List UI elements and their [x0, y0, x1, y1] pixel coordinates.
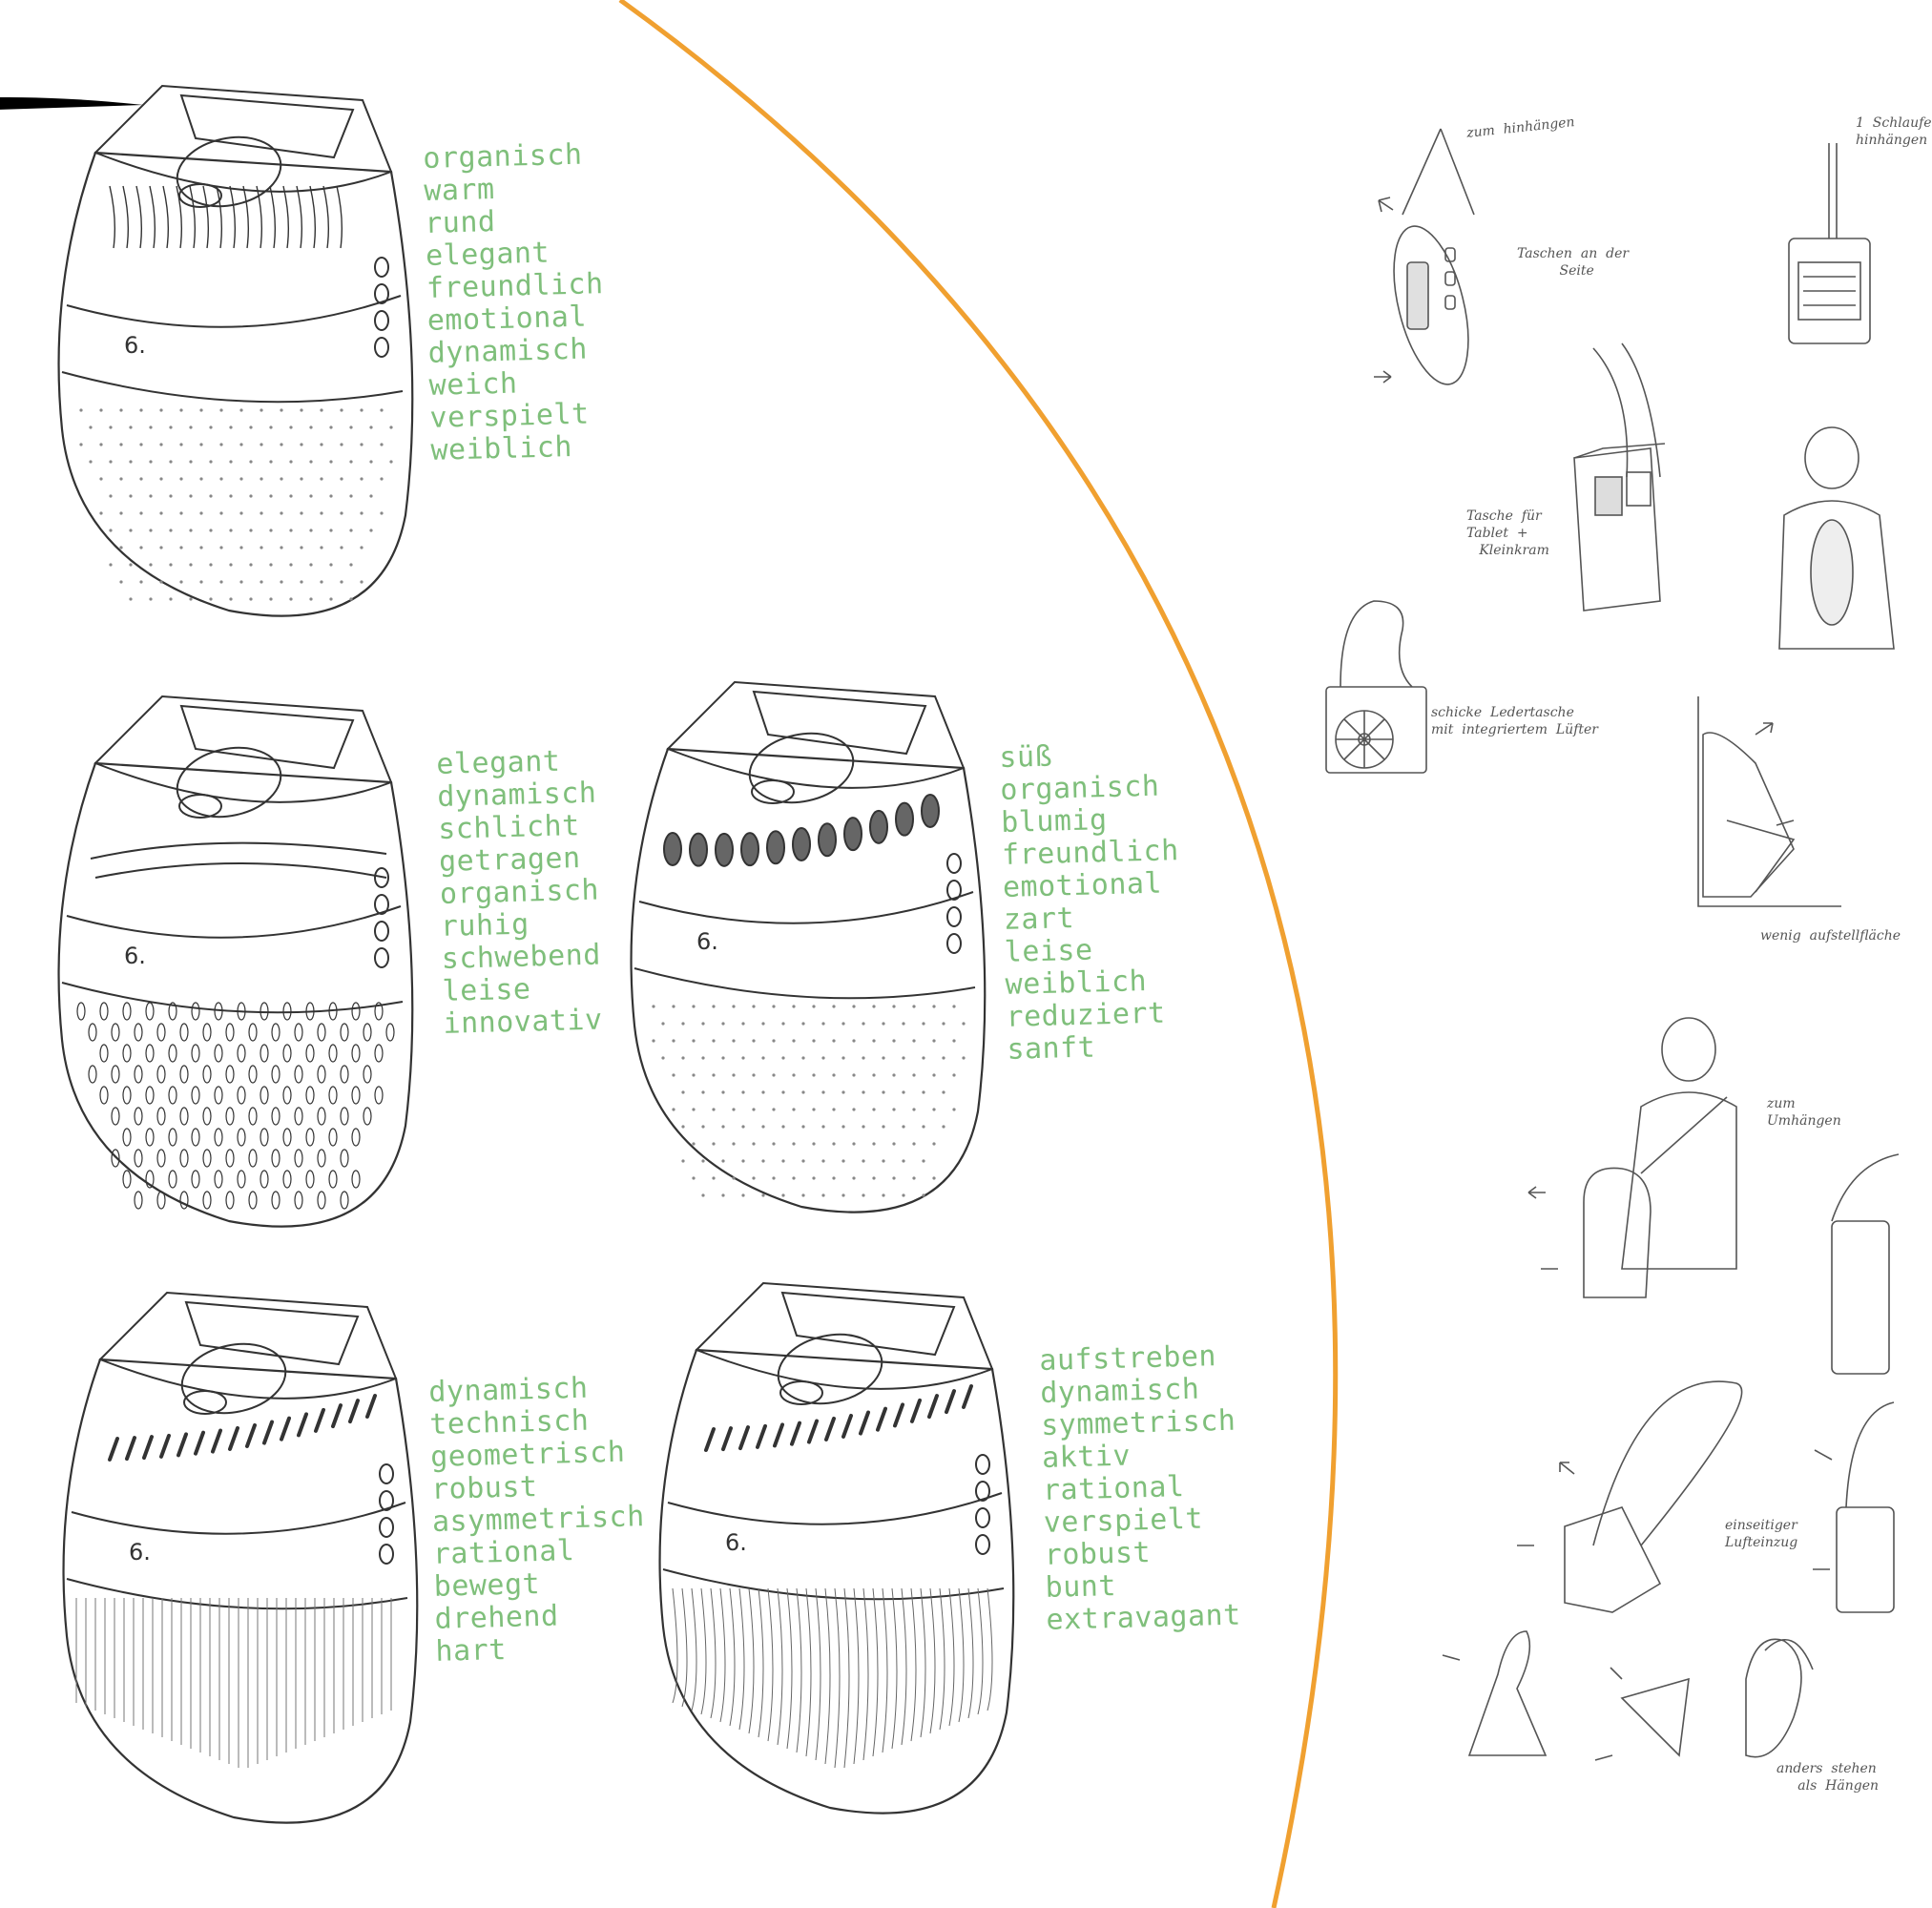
keyword: rund — [424, 205, 496, 240]
fan-sketch: 6. — [57, 695, 414, 1228]
note-zum-umhaengen: zum Umhängen — [1767, 1096, 1841, 1129]
keyword: innovativ — [443, 1003, 604, 1041]
backpack-person-sketch — [1778, 426, 1895, 650]
bag-sketches — [1325, 128, 1900, 1761]
keyword: aufstreben — [1038, 1339, 1217, 1378]
keyword: verspielt — [1043, 1502, 1204, 1540]
keyword: ruhig — [440, 907, 530, 944]
note-ledertasche: schicke Ledertasche mit integriertem Lüf… — [1431, 705, 1598, 737]
keyword: aktiv — [1041, 1439, 1132, 1475]
tote-bag-sketch — [1573, 342, 1666, 612]
keyword: geometrisch — [429, 1435, 626, 1474]
keyword: reduziert — [1006, 996, 1167, 1034]
keyword: organisch — [422, 137, 583, 176]
rolling-case-sketch — [1788, 143, 1871, 344]
keyword: rational — [1042, 1470, 1185, 1507]
keyword: organisch — [999, 769, 1160, 807]
keyword: weiblich — [429, 430, 573, 467]
logo-mark: 6. — [725, 1529, 747, 1556]
note-taschen-an-der-seite: Taschen an der Seite — [1517, 246, 1630, 279]
shoulder-bag-person-sketch — [1527, 1017, 1737, 1298]
keyword: dynamisch — [427, 332, 589, 370]
keywords-variant-4: dynamisch technisch geometrisch robust a… — [428, 1371, 649, 1669]
keyword: schlicht — [437, 809, 581, 846]
keyword: schwebend — [441, 938, 602, 976]
small-bag-sketches — [1442, 1630, 1814, 1761]
logo-mark: 6. — [696, 928, 718, 955]
orange-divider-arc — [618, 0, 1339, 1908]
logo-mark: 6. — [129, 1539, 151, 1566]
logo-mark: 6. — [124, 332, 146, 359]
logo-mark: 6. — [124, 943, 146, 969]
keyword: robust — [1044, 1536, 1152, 1572]
keywords-variant-1: organisch warm rund elegant freundlich e… — [423, 138, 608, 467]
keywords-variant-5: aufstreben dynamisch symmetrisch aktiv r… — [1038, 1339, 1242, 1637]
hanging-case-sketch — [1374, 128, 1475, 385]
tall-case-sketch — [1831, 1153, 1900, 1375]
fan-sketch: 6. — [630, 680, 987, 1213]
keyword: elegant — [435, 744, 561, 781]
fan-sketches: 6. 6. 6. 6. 6. — [0, 84, 1015, 1824]
fan-sketch: 6. — [62, 1291, 419, 1824]
keywords-variant-2: elegant dynamisch schlicht getragen orga… — [436, 745, 603, 1041]
keyword: drehend — [434, 1599, 560, 1636]
keyword: warm — [423, 173, 496, 208]
note-tasche-tablet: Tasche für Tablet + Kleinkram — [1466, 508, 1549, 558]
keywords-variant-3: süß organisch blumig freundlich emotiona… — [999, 737, 1184, 1067]
fan-sketch: 6. — [658, 1281, 1015, 1815]
keyword: bewegt — [433, 1567, 541, 1604]
keyword: sanft — [1006, 1030, 1096, 1067]
trapezoid-bag-sketch — [1517, 1380, 1743, 1613]
keyword: symmetrisch — [1040, 1403, 1236, 1442]
note-schlaufe-hinhaengen: 1 Schlaufe hinhängen — [1856, 115, 1932, 148]
keyword: extravagant — [1046, 1598, 1242, 1637]
keyword: verspielt — [429, 397, 591, 435]
handle-bag-sketch — [1813, 1401, 1895, 1613]
keyword: organisch — [439, 873, 600, 911]
keyword: hart — [435, 1632, 508, 1669]
keyword: leise — [1004, 933, 1094, 969]
keyword: asymmetrisch — [431, 1500, 646, 1539]
keyword: emotional — [1002, 866, 1163, 904]
note-stehen-haengen: anders stehen als Hängen — [1776, 1761, 1879, 1794]
keyword: dynamisch — [436, 776, 597, 814]
wall-mounted-sketch — [1697, 696, 1841, 907]
keyword: zart — [1003, 901, 1075, 937]
keyword: leise — [442, 972, 531, 1008]
keyword: dynamisch — [427, 1371, 589, 1409]
note-aufstellflaeche: wenig aufstellfläche — [1760, 928, 1901, 944]
leather-bag-sketch — [1325, 600, 1427, 774]
note-lufteinzug: einseitiger Lufteinzug — [1725, 1518, 1798, 1550]
fan-sketch: 6. — [57, 84, 414, 617]
keyword: getragen — [438, 841, 582, 879]
